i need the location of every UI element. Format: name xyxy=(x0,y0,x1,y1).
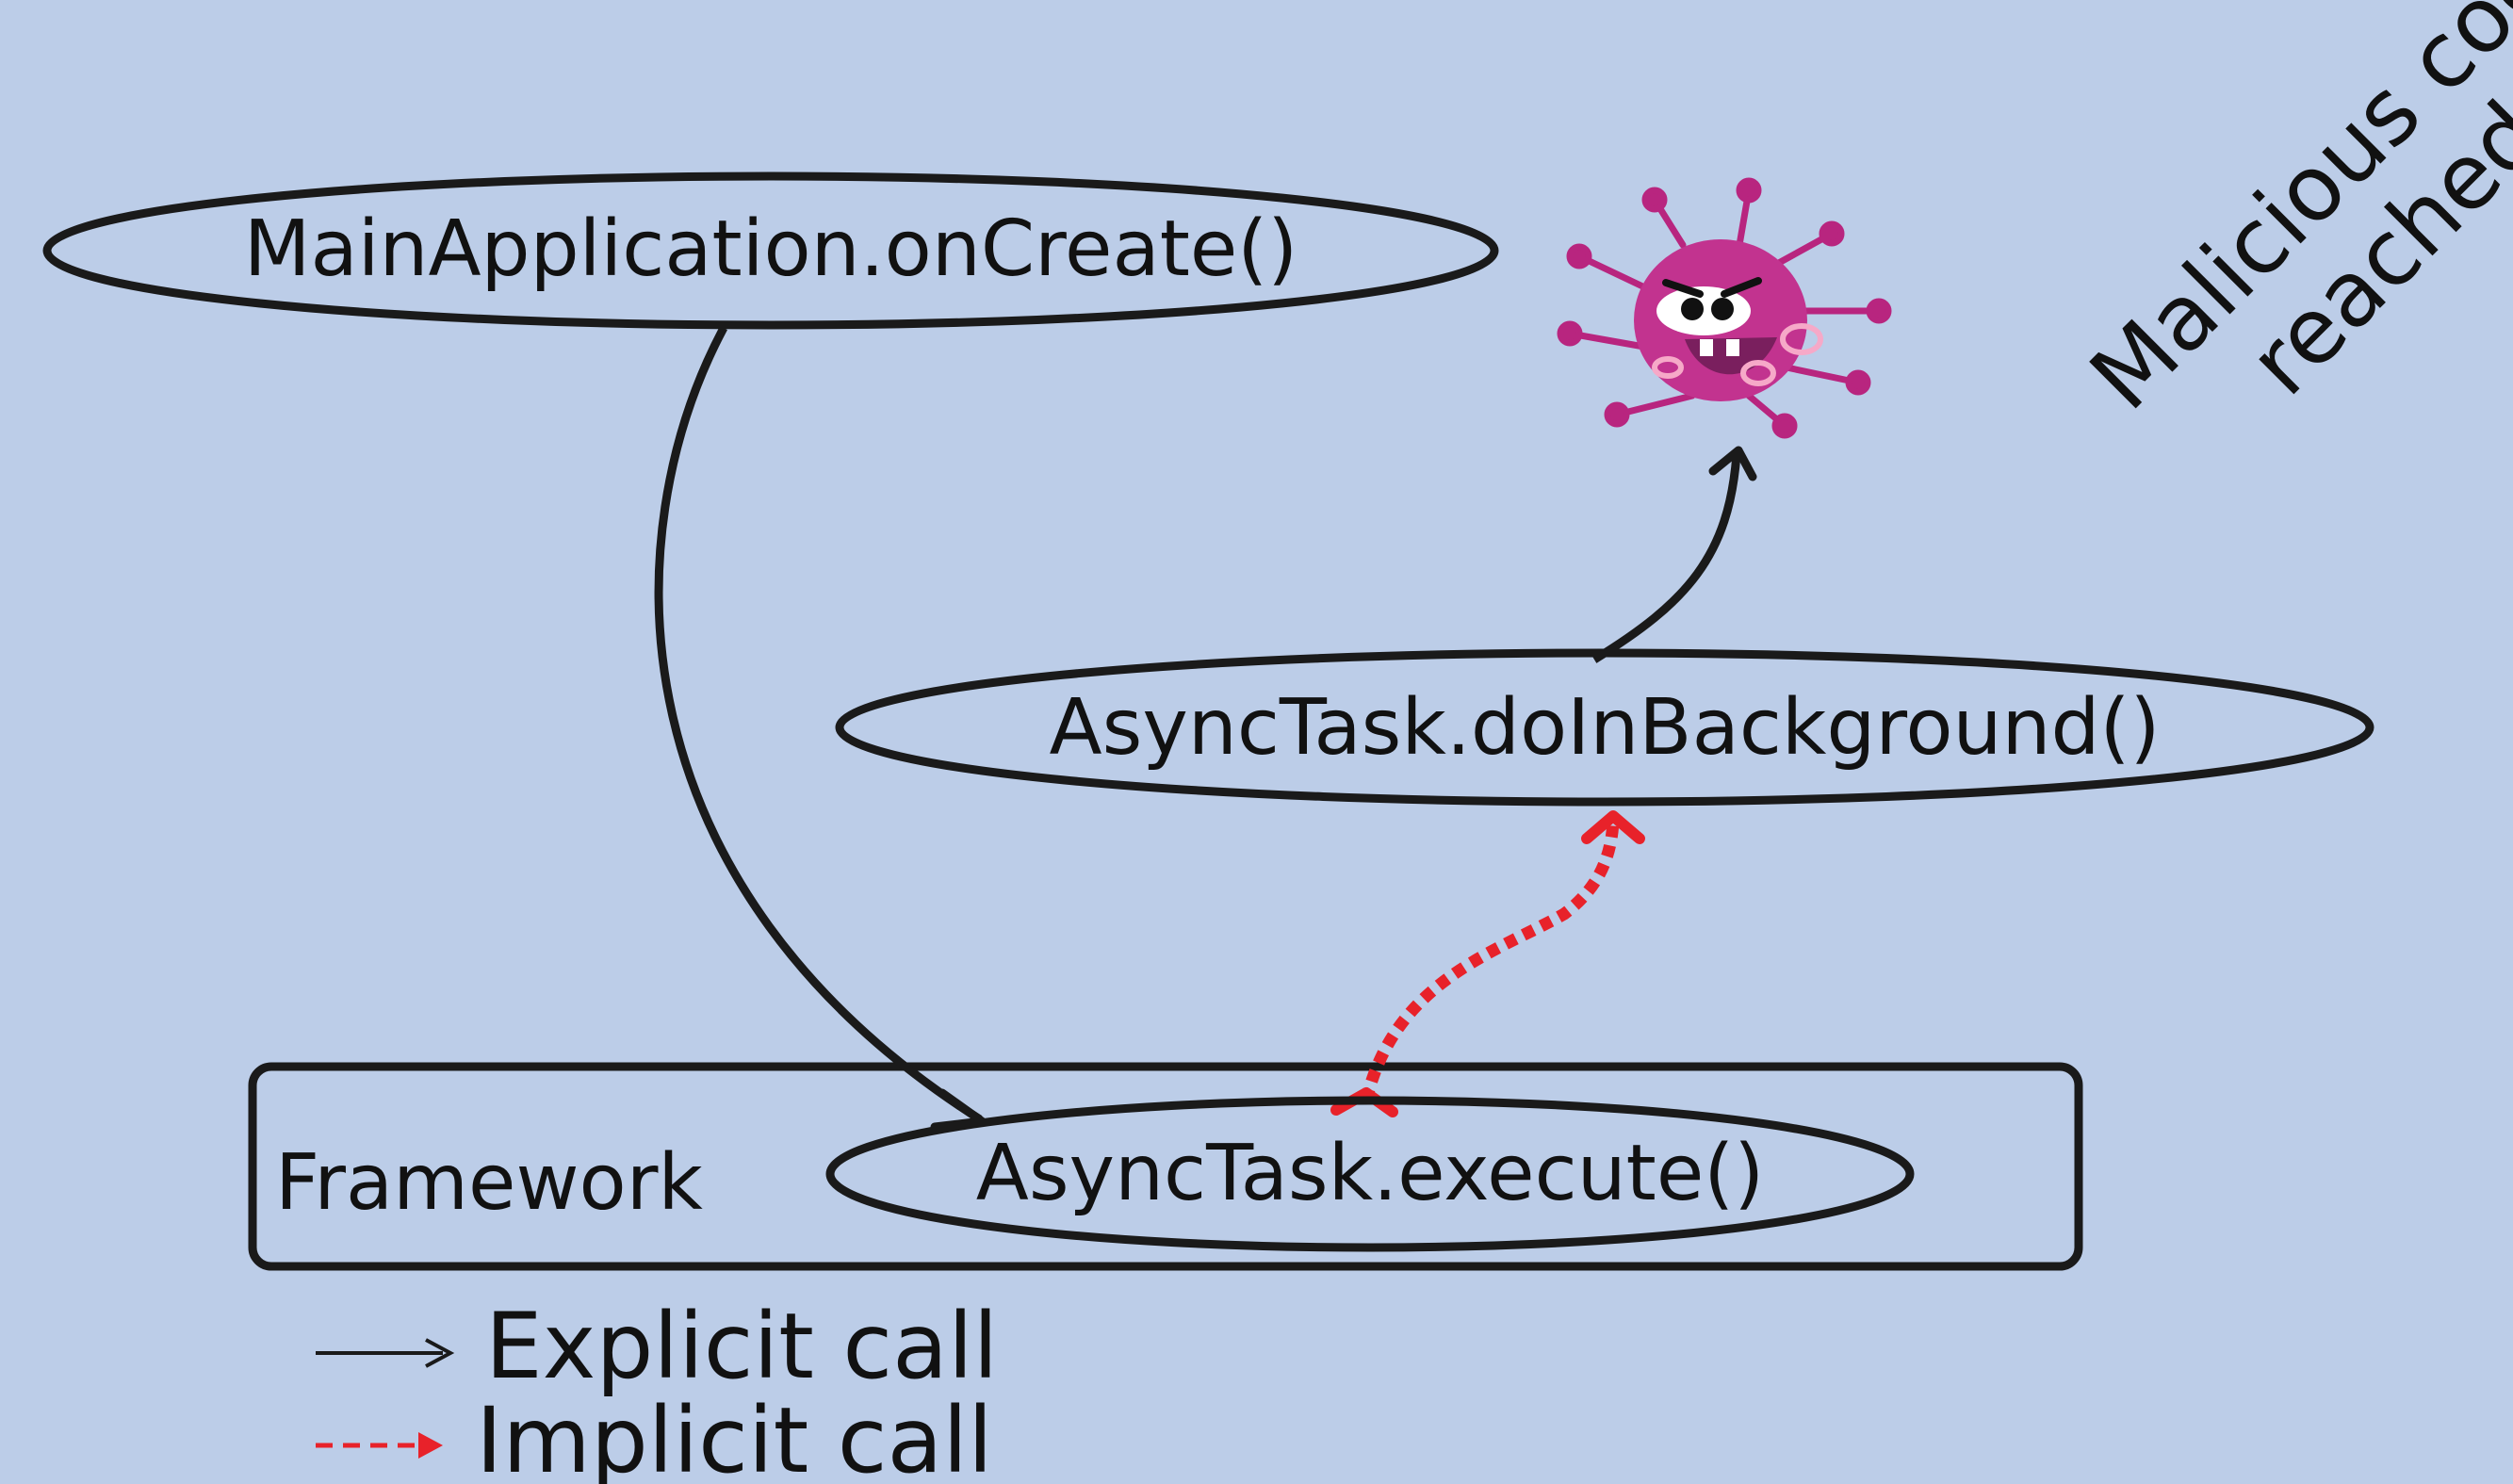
explicit-edge-background-to-virus xyxy=(1591,453,1741,663)
legend: Explicit call Implicit call xyxy=(316,1294,998,1484)
malicious-code-annotation: Malicious code reached xyxy=(2070,0,2513,430)
framework-box xyxy=(248,1062,2083,1271)
legend-explicit-label: Explicit call xyxy=(485,1294,998,1399)
node-main-oncreate xyxy=(42,171,1499,330)
framework-label: Framework xyxy=(275,1138,703,1228)
implicit-edge-arrowhead xyxy=(1581,810,1645,844)
legend-implicit-arrowhead xyxy=(418,1432,443,1459)
node-do-in-background-label: AsyncTask.doInBackground() xyxy=(1050,683,2161,773)
legend-explicit-arrowhead xyxy=(425,1338,455,1368)
node-execute xyxy=(825,1096,1915,1252)
malware-virus-icon xyxy=(1557,177,1892,439)
explicit-edge-arrowhead-virus xyxy=(1708,446,1757,481)
explicit-edge-oncreate-to-execute xyxy=(654,325,983,1123)
node-do-in-background xyxy=(835,648,2374,807)
node-main-oncreate-label: MainApplication.onCreate() xyxy=(244,204,1298,294)
legend-implicit-label: Implicit call xyxy=(476,1388,993,1484)
implicit-edge-execute-to-background xyxy=(1360,821,1620,1102)
node-execute-label: AsyncTask.execute() xyxy=(976,1129,1765,1218)
